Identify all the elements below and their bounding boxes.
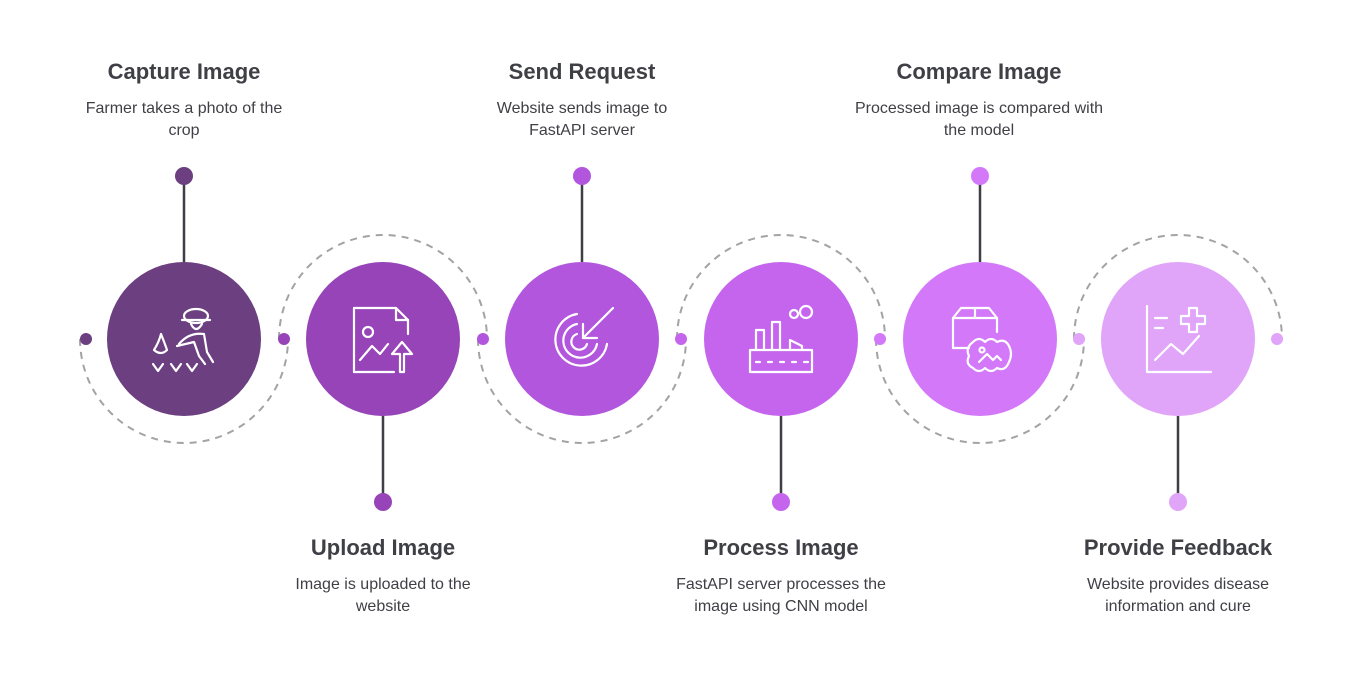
junction-dot [278, 333, 290, 345]
step-2-title: Upload Image [310, 535, 456, 560]
step-node [306, 262, 460, 416]
dashed-arc [79, 338, 289, 444]
junction-dot [1073, 333, 1085, 345]
junction-dot [675, 333, 687, 345]
step-nodes [107, 262, 1255, 416]
step-node [107, 262, 261, 416]
step-4-text: Process Image FastAPI server processes t… [651, 534, 911, 618]
target-arrow-icon [554, 306, 615, 367]
step-5-description: Processed image is compared with the mod… [854, 100, 1104, 139]
step-node [704, 262, 858, 416]
junction-dot [477, 333, 489, 345]
connector-dot [573, 167, 591, 185]
step-6-title: Provide Feedback [1083, 535, 1273, 560]
farmer-planting-icon [151, 307, 215, 373]
connector-dot [971, 167, 989, 185]
junction-dot [80, 333, 92, 345]
step-node [1101, 262, 1255, 416]
connector-dot [175, 167, 193, 185]
step-node [903, 262, 1057, 416]
junction-dot [874, 333, 886, 345]
dashed-arc [278, 234, 488, 340]
step-5-title: Compare Image [896, 59, 1062, 84]
connector-dot [374, 493, 392, 511]
step-3-text: Send Request Website sends image to Fast… [452, 58, 712, 142]
step-circle [505, 262, 659, 416]
step-3-title: Send Request [508, 59, 656, 84]
step-5-text: Compare Image Processed image is compare… [849, 58, 1109, 142]
dashed-arc [1073, 234, 1283, 340]
step-6-description: Website provides disease information and… [1086, 576, 1270, 615]
factory-icon [748, 304, 814, 374]
dashed-arc [676, 234, 886, 340]
connectors [175, 167, 1187, 511]
step-node [505, 262, 659, 416]
step-1-text: Capture Image Farmer takes a photo of th… [54, 58, 314, 142]
step-4-title: Process Image [703, 535, 859, 560]
step-2-description: Image is uploaded to the website [295, 576, 471, 615]
connector-dot [772, 493, 790, 511]
image-upload-icon [352, 306, 414, 374]
chart-plus-icon [1145, 304, 1213, 374]
step-6-text: Provide Feedback Website provides diseas… [1048, 534, 1308, 618]
step-4-description: FastAPI server processes the image using… [676, 576, 886, 615]
step-1-title: Capture Image [107, 59, 261, 84]
dashed-wave-path [79, 234, 1283, 444]
step-1-description: Farmer takes a photo of the crop [85, 100, 283, 139]
dashed-arc [477, 338, 687, 444]
dashed-arc [875, 338, 1085, 444]
step-3-description: Website sends image to FastAPI server [496, 100, 668, 139]
box-image-compare-icon [951, 306, 1013, 373]
connector-dot [1169, 493, 1187, 511]
step-circle [306, 262, 460, 416]
junction-dot [1271, 333, 1283, 345]
step-circle [1101, 262, 1255, 416]
step-2-text: Upload Image Image is uploaded to the we… [253, 534, 513, 618]
